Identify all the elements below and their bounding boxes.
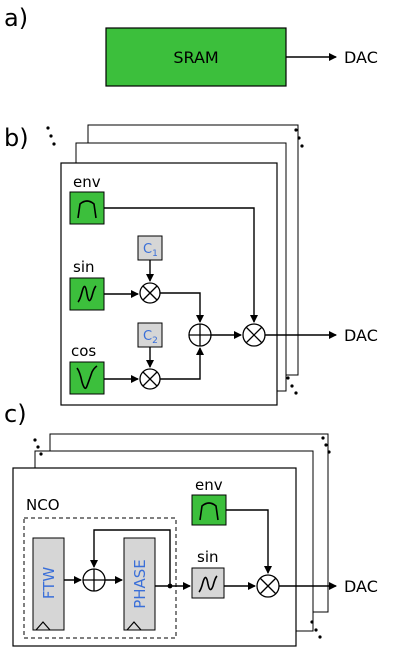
envelope-icon-b <box>77 200 97 219</box>
cos-label-b: cos <box>71 342 96 360</box>
stack-dots-right-bottom <box>286 376 298 395</box>
panel-a-label: a) <box>4 4 28 32</box>
panel-b-label: b) <box>4 124 29 152</box>
sin-label-b: sin <box>73 258 95 276</box>
cos-block-b <box>69 361 105 395</box>
wires-c <box>64 509 337 590</box>
sine-wave-icon-c <box>198 575 218 593</box>
sram-label: SRAM <box>173 48 218 67</box>
stack-dots-right-top-c <box>321 436 331 454</box>
panel-a: a) SRAM DAC <box>4 4 378 87</box>
stack-dots-right-bottom-c <box>310 620 322 639</box>
env-block-b <box>69 191 105 225</box>
phase-register <box>123 537 156 631</box>
adder-b <box>188 323 212 347</box>
c2-block <box>137 322 163 348</box>
cosine-wave-icon-b <box>76 365 98 390</box>
stack-dots-top-c <box>33 438 43 456</box>
dac-label-a: DAC <box>344 48 378 67</box>
adder-c <box>82 568 106 592</box>
stack-dots-right-top <box>294 128 304 148</box>
wires-b <box>104 207 337 383</box>
panel-c: c) NCO FTW PHASE sin <box>4 400 378 647</box>
c2-label: C2 <box>143 329 158 346</box>
env-label-c: env <box>195 476 223 494</box>
phase-label: PHASE <box>131 559 149 609</box>
multiplier-sin-b <box>139 282 161 304</box>
nco-label: NCO <box>26 496 60 514</box>
multiplier-c <box>256 574 280 598</box>
sin-label-c: sin <box>197 548 219 566</box>
env-label-b: env <box>73 173 101 191</box>
c1-label: C1 <box>143 242 158 259</box>
env-block-c <box>191 494 227 526</box>
panel-b: b) env sin cos C1 C2 <box>4 124 378 406</box>
stack-dots-top <box>46 126 56 146</box>
dac-label-c: DAC <box>344 577 378 596</box>
clock-icon-phase <box>126 621 142 631</box>
ftw-label: FTW <box>40 567 58 600</box>
multiplier-cos-b <box>139 368 161 390</box>
clock-icon-ftw <box>35 621 51 631</box>
panel-c-label: c) <box>4 400 27 428</box>
nco-box <box>23 517 177 639</box>
ftw-register <box>32 537 65 631</box>
dac-label-b: DAC <box>344 326 378 345</box>
sram-block <box>105 27 287 87</box>
multiplier-env-b <box>242 323 266 347</box>
envelope-icon-c <box>199 502 219 521</box>
junction-dot <box>167 583 173 589</box>
sine-wave-icon-b <box>77 285 97 303</box>
